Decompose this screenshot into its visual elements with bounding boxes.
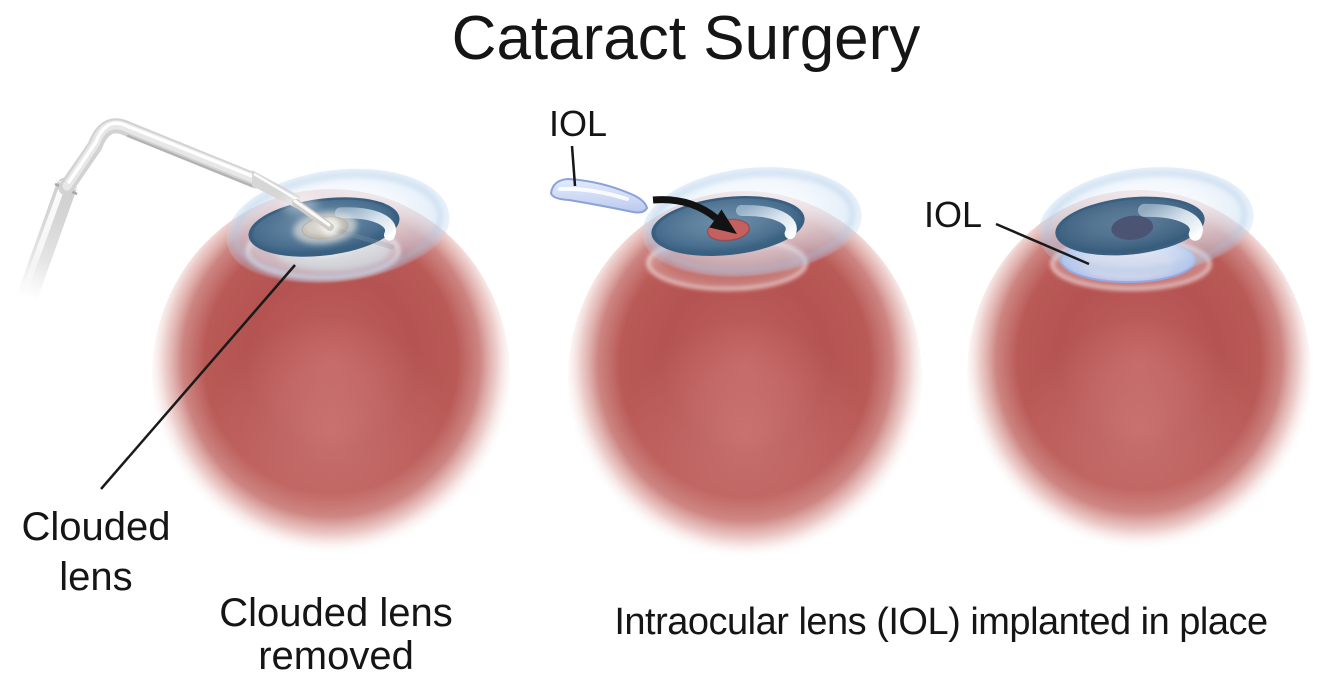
eyeball-sheen <box>209 316 453 548</box>
iol-pointer-line <box>995 222 1090 266</box>
left-caption-line1: Clouded lens <box>219 591 453 635</box>
probe-handle-highlight <box>20 187 64 298</box>
iol-insertion-arrow-icon <box>652 196 737 234</box>
probe-cannula-highlight <box>67 121 254 184</box>
page-title: Cataract Surgery <box>452 4 921 73</box>
pointer-line-clouded-lens <box>100 264 296 490</box>
probe-shadow <box>327 225 395 250</box>
eyeball-sheen <box>1021 318 1257 542</box>
left-caption-line2: removed <box>258 634 414 678</box>
phaco-probe <box>16 118 339 308</box>
iris-glint <box>1137 203 1203 241</box>
iol-label-implanted: IOL <box>924 194 982 235</box>
probe-needle-highlight <box>293 199 331 227</box>
probe-cannula-shade <box>126 134 254 188</box>
cornea-rim <box>649 171 855 273</box>
clouded-lens-annotation-line1: Clouded <box>21 505 170 549</box>
arrow-head <box>709 209 737 234</box>
cornea-rim <box>233 172 443 280</box>
probe-handle <box>16 177 77 308</box>
shared-caption: Intraocular lens (IOL) implanted in plac… <box>614 601 1267 643</box>
iris-glint <box>334 207 397 241</box>
eye-clouded-lens <box>152 168 510 563</box>
eye-iol-insertion <box>549 145 922 567</box>
floating-iol-highlight <box>558 186 629 201</box>
cornea-rim <box>1045 171 1247 273</box>
floating-iol-lens <box>549 177 649 214</box>
eyeball-sheen <box>623 320 867 552</box>
pupil <box>1111 215 1154 240</box>
iris-group <box>1055 196 1205 256</box>
iol-label-line <box>570 145 577 187</box>
iol-label-insertion: IOL <box>549 103 607 144</box>
iris-glint <box>735 204 797 240</box>
eye-iol-implanted <box>967 167 1311 558</box>
arrow-shaft <box>652 196 719 221</box>
clouded-lens-annotation-line2: lens <box>59 555 132 599</box>
